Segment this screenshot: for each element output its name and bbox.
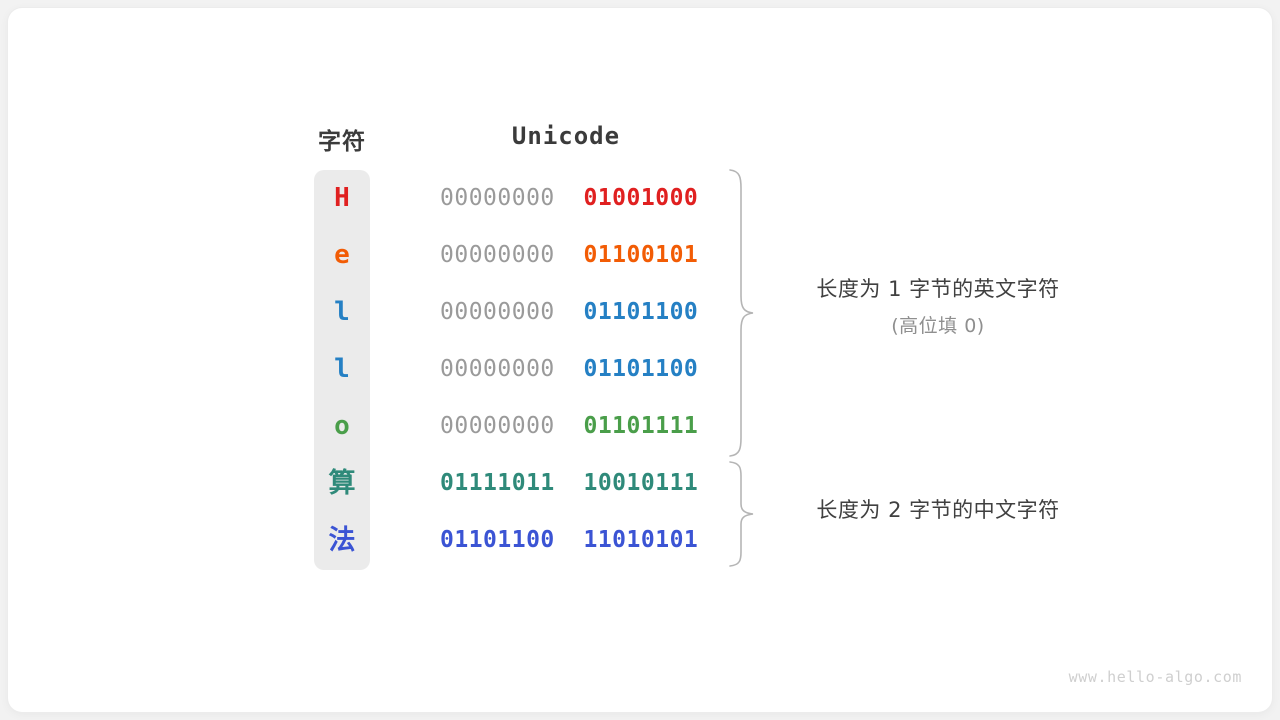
- unicode-high-byte: 00000000: [440, 185, 555, 211]
- unicode-bits-cell: 00000000 01101111: [440, 398, 698, 455]
- unicode-low-byte: 01101100: [583, 356, 699, 382]
- unicode-low-byte: 01100101: [583, 242, 699, 268]
- unicode-bits-cell: 00000000 01001000: [440, 170, 698, 227]
- unicode-bits-cell: 00000000 01101100: [440, 341, 698, 398]
- byte-separator: [555, 413, 584, 439]
- unicode-low-byte: 11010101: [583, 527, 699, 553]
- unicode-low-byte: 01101111: [583, 413, 699, 439]
- unicode-high-byte: 00000000: [440, 299, 555, 325]
- table-row: 法 01101100 11010101: [8, 512, 1272, 569]
- unicode-low-byte: 01001000: [583, 185, 699, 211]
- character-column-panel: [314, 170, 370, 570]
- character-cell: e: [334, 240, 350, 270]
- unicode-low-byte: 10010111: [583, 470, 699, 496]
- annotation-one-byte-line1: 长度为 1 字节的英文字符: [816, 277, 1060, 301]
- unicode-bits-cell: 00000000 01101100: [440, 284, 698, 341]
- unicode-high-byte: 00000000: [440, 413, 555, 439]
- annotation-two-byte-line1: 长度为 2 字节的中文字符: [816, 498, 1060, 522]
- table-row: o 00000000 01101111: [8, 398, 1272, 455]
- character-cell: H: [334, 183, 350, 213]
- brace-one-byte-icon: [729, 169, 754, 457]
- annotation-two-byte: 长度为 2 字节的中文字符: [752, 494, 1124, 524]
- table-row: H 00000000 01001000: [8, 170, 1272, 227]
- byte-separator: [555, 470, 584, 496]
- column-header-character: 字符: [318, 128, 366, 154]
- table-row: l 00000000 01101100: [8, 341, 1272, 398]
- character-cell: o: [334, 411, 350, 441]
- byte-separator: [555, 299, 584, 325]
- unicode-high-byte: 01101100: [440, 527, 555, 553]
- unicode-high-byte: 00000000: [440, 242, 555, 268]
- brace-two-byte-group: [726, 460, 756, 568]
- table-row: 算 01111011 10010111: [8, 455, 1272, 512]
- unicode-low-byte: 01101100: [583, 299, 699, 325]
- byte-separator: [555, 356, 584, 382]
- unicode-bits-cell: 01111011 10010111: [440, 455, 698, 512]
- brace-two-byte-icon: [729, 461, 754, 567]
- brace-one-byte-group: [726, 168, 756, 458]
- unicode-bits-cell: 01101100 11010101: [440, 512, 698, 569]
- unicode-high-byte: 01111011: [440, 470, 555, 496]
- byte-separator: [555, 185, 584, 211]
- character-cell: 算: [328, 468, 356, 499]
- unicode-bits-cell: 00000000 01100101: [440, 227, 698, 284]
- character-cell: 法: [328, 525, 356, 556]
- annotation-one-byte: 长度为 1 字节的英文字符 (高位填 0): [752, 273, 1124, 338]
- figure-card: 字符 Unicode H 00000000 01001000 e 00000000 0…: [8, 8, 1272, 712]
- watermark: www.hello-algo.com: [1068, 668, 1242, 686]
- byte-separator: [555, 242, 584, 268]
- annotation-one-byte-line2: (高位填 0): [891, 315, 985, 337]
- column-header-unicode: Unicode: [511, 122, 621, 150]
- byte-separator: [555, 527, 584, 553]
- unicode-high-byte: 00000000: [440, 356, 555, 382]
- table-row: l 00000000 01101100: [8, 284, 1272, 341]
- character-cell: l: [334, 297, 350, 327]
- character-cell: l: [334, 354, 350, 384]
- table-row: e 00000000 01100101: [8, 227, 1272, 284]
